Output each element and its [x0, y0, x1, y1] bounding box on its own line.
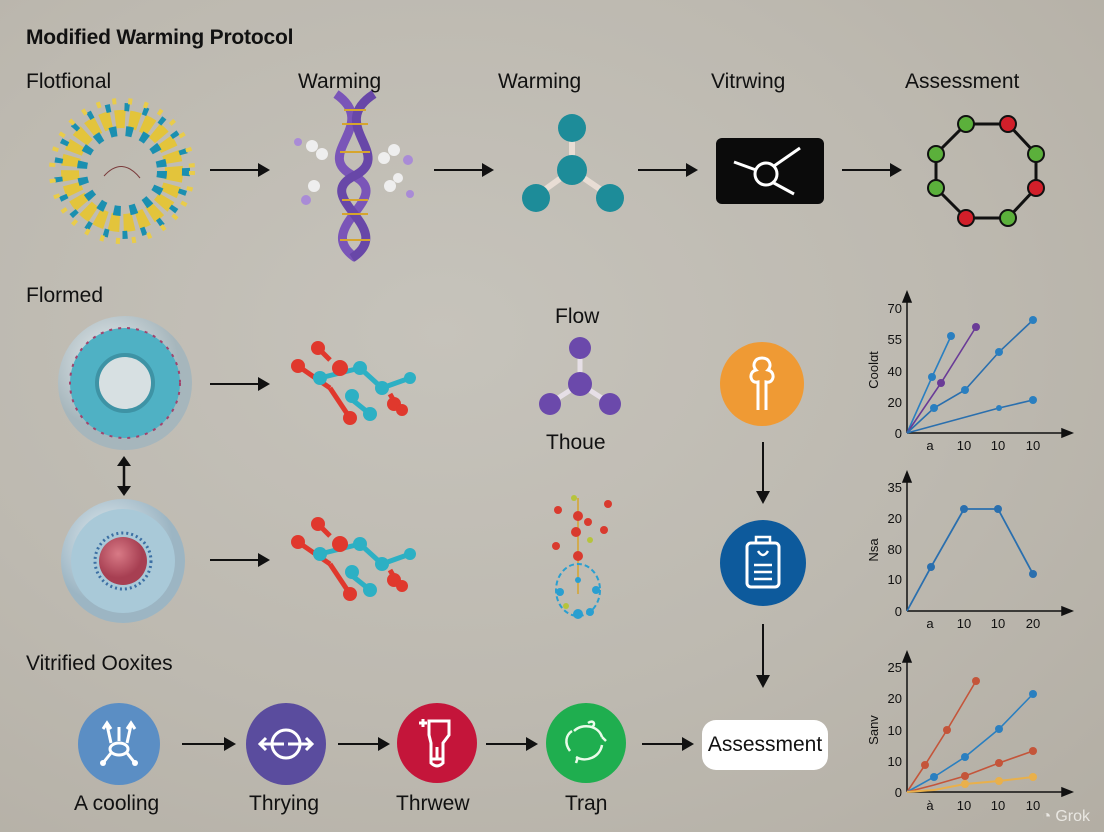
step-label-warming-1: Warming: [298, 70, 382, 93]
purple-molecule-icon: [536, 336, 624, 420]
svg-text:70: 70: [888, 301, 902, 316]
svg-text:Sanv: Sanv: [866, 715, 881, 745]
arrow-right-icon: [338, 737, 390, 751]
arrow-right-icon: [842, 163, 902, 177]
watermark: ◔ Grok: [1041, 808, 1090, 825]
arrow-right-icon: [210, 163, 270, 177]
svg-text:10: 10: [1026, 798, 1040, 813]
tube-icon: [397, 703, 477, 783]
svg-text:20: 20: [888, 691, 902, 706]
arrow-down-icon: [756, 442, 770, 504]
molecule-cluster-icon: [290, 338, 420, 438]
svg-text:10: 10: [991, 438, 1005, 453]
arrow-right-icon: [210, 553, 270, 567]
svg-text:0: 0: [895, 604, 902, 619]
svg-text:10: 10: [888, 723, 902, 738]
svg-text:0: 0: [895, 785, 902, 800]
svg-text:20: 20: [888, 511, 902, 526]
svg-text:40: 40: [888, 364, 902, 379]
cycle-icon: [546, 703, 626, 783]
double-arrow-vertical-icon: [114, 456, 134, 496]
grok-logo-icon: ◔: [1041, 808, 1052, 825]
dna-helix-icon: [286, 90, 422, 262]
section-label-vitrified-ooxites: Vitrified Ooxites: [26, 652, 173, 675]
arrow-right-icon: [210, 377, 270, 391]
svg-text:10: 10: [957, 438, 971, 453]
cell-nucleus-icon: [60, 498, 186, 624]
svg-text:20: 20: [888, 395, 902, 410]
svg-text:10: 10: [1026, 438, 1040, 453]
y-axis-label: Coolɑt: [866, 351, 881, 389]
step-label-tran: Traɲ: [565, 792, 608, 815]
svg-text:55: 55: [888, 332, 902, 347]
step-label-vitrwing: Vitrwing: [711, 70, 786, 93]
y-tick: 0: [895, 426, 902, 441]
svg-text:35: 35: [888, 480, 902, 495]
svg-text:a: a: [926, 438, 934, 453]
step-label-assessment: Assessment: [905, 70, 1020, 93]
exchange-icon: [246, 703, 326, 785]
svg-text:10: 10: [888, 754, 902, 769]
svg-text:10: 10: [957, 616, 971, 631]
section-label-flormed: Flormed: [26, 284, 104, 307]
arrow-right-icon: [486, 737, 538, 751]
svg-text:10: 10: [991, 616, 1005, 631]
molecule-cluster-icon: [290, 514, 420, 614]
svg-text:à: à: [926, 798, 934, 813]
clipboard-icon: [720, 520, 806, 606]
svg-text:10: 10: [957, 798, 971, 813]
arrow-right-icon: [638, 163, 698, 177]
svg-text:a: a: [926, 616, 934, 631]
svg-text:80: 80: [888, 542, 902, 557]
line-chart-sanv: 0 10 10 20 25 à 10 10 10 Sanv: [860, 649, 1104, 832]
tree-icon: [720, 342, 804, 426]
arrow-right-icon: [434, 163, 494, 177]
micelle-molecule-icon: [44, 96, 200, 246]
ring-network-icon: [924, 114, 1048, 230]
step-label-thrwew: Thrwew: [396, 792, 470, 815]
svg-text:10: 10: [888, 572, 902, 587]
crossed-circle-icon: [716, 138, 824, 204]
svg-text:10: 10: [991, 798, 1005, 813]
arrow-right-icon: [182, 737, 236, 751]
step-label-a-cooling: A cooling: [74, 792, 160, 815]
chain-molecule-icon: [548, 494, 618, 634]
step-label-flotfional: Flotfional: [26, 70, 112, 93]
svg-text:Nsa: Nsa: [866, 538, 881, 562]
line-chart-coolant: 0 20 40 55 70 a 10 10 10 Coolɑt: [860, 289, 1104, 460]
molecule-icon: [512, 110, 632, 220]
cell-ring-icon: [56, 314, 194, 452]
arrow-down-icon: [756, 624, 770, 688]
assessment-box: Assessment: [702, 720, 828, 770]
step-label-thrying: Thrying: [249, 792, 320, 815]
step-label-warming-2: Warming: [498, 70, 582, 93]
svg-text:25: 25: [888, 660, 902, 675]
page-title: Modified Warming Protocol: [26, 26, 294, 49]
line-chart-nsa: 0 10 80 20 35 a 10 10 20 Nsa: [860, 469, 1104, 640]
thoue-label: Thoue: [546, 431, 606, 454]
svg-text:20: 20: [1026, 616, 1040, 631]
cooling-icon: [78, 703, 160, 785]
arrow-right-icon: [642, 737, 694, 751]
flow-label: Flow: [555, 305, 600, 328]
